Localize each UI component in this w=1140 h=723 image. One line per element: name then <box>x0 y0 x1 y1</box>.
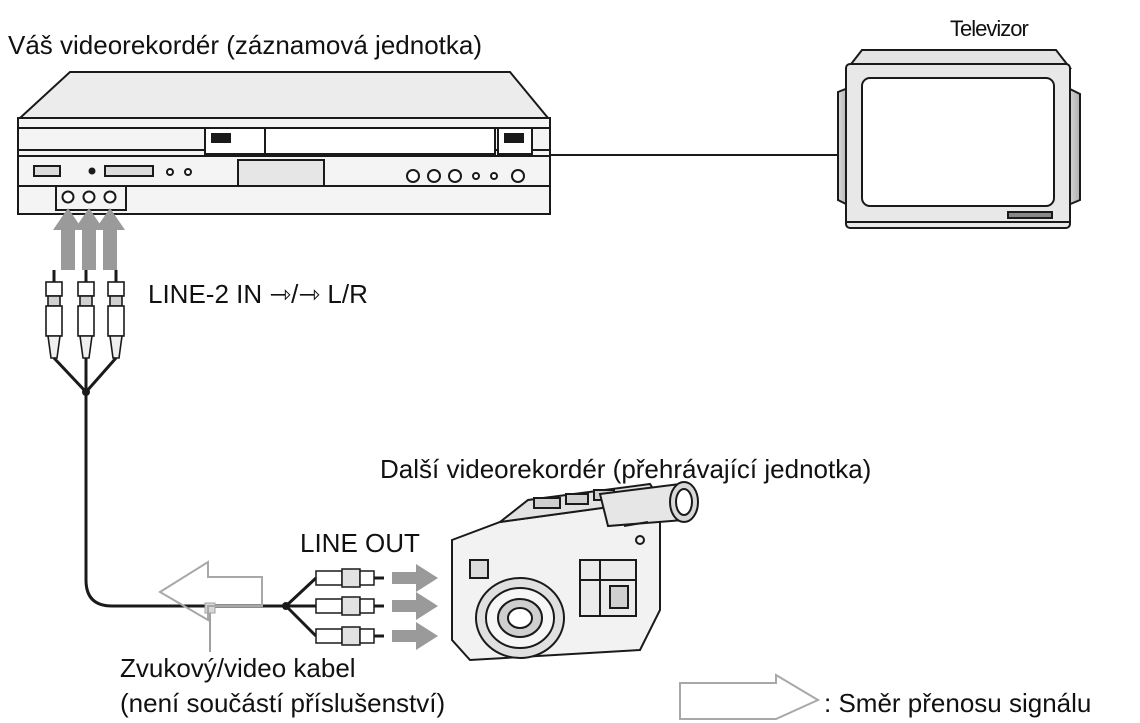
camcorder-icon <box>451 481 699 662</box>
vcr-device-icon <box>17 71 551 215</box>
rca-plug-output <box>315 568 384 646</box>
line-in-label: LINE-2 IN ⇾/⇾ L/R <box>148 279 368 309</box>
tv-label: Televizor <box>950 16 1029 41</box>
legend-label: : Směr přenosu signálu <box>824 688 1092 718</box>
cable-name-label: Zvukový/video kabel <box>120 653 356 683</box>
audio-video-cable <box>52 356 318 638</box>
other-recorder-label: Další videorekordér (přehrávající jednot… <box>380 454 872 484</box>
cable-note-label: (není součástí příslušenství) <box>120 688 446 718</box>
signal-input-arrows <box>53 208 125 270</box>
signal-direction-arrow-icon <box>158 560 263 622</box>
television-icon <box>837 49 1081 229</box>
recorder-label: Váš videorekordér (záznamová jednotka) <box>8 30 483 60</box>
signal-output-arrows <box>392 564 438 650</box>
cable-junction-bottom <box>282 602 290 610</box>
legend-arrow-icon <box>679 673 821 720</box>
cable-junction-top <box>82 388 90 396</box>
line-out-label: LINE OUT <box>300 528 420 558</box>
rca-plug-icon <box>45 270 125 359</box>
